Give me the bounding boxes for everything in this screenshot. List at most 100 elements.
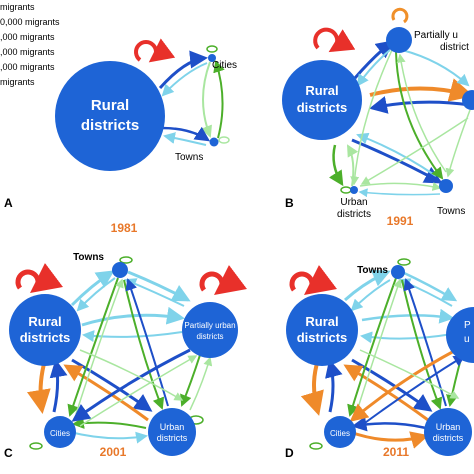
flow-arrow	[356, 132, 437, 177]
node-label: Rural	[305, 314, 338, 329]
node-towns	[439, 179, 453, 193]
flow-arrow	[72, 416, 147, 429]
flow-arrow	[79, 349, 184, 401]
flow-arrow	[200, 61, 212, 138]
flow-arrow	[127, 270, 191, 302]
node-rural-districts	[282, 60, 362, 140]
legend: migrants 0,000 migrants ,000 migrants ,0…	[0, 2, 60, 87]
node-towns	[209, 137, 219, 147]
flow-arrow	[357, 354, 466, 429]
flow-arrow	[403, 278, 447, 407]
flow-arrow	[401, 49, 470, 87]
self-loop	[119, 256, 133, 264]
self-loop	[309, 442, 323, 450]
self-loop	[206, 45, 218, 53]
flow-arrow	[355, 278, 402, 415]
node-partially-urban-districts	[182, 302, 238, 358]
legend-item: migrants	[0, 2, 35, 12]
legend-item: 0,000 migrants	[0, 17, 60, 27]
node-cities	[44, 416, 76, 448]
node-label: Rural	[28, 314, 61, 329]
node-towns	[112, 262, 128, 278]
panel-d: Rural districts Towns P u Cities Urban d…	[285, 258, 474, 460]
flow-arrow	[163, 132, 207, 146]
node-partially-urban-districts	[386, 27, 412, 53]
flow-arrow	[82, 330, 183, 343]
legend-item: ,000 migrants	[0, 32, 55, 42]
flow-arrow	[125, 278, 169, 407]
node-rural-districts	[9, 294, 81, 366]
flow-arrow	[79, 355, 198, 427]
node-towns	[391, 265, 405, 279]
self-loop	[340, 186, 352, 194]
self-loop	[289, 264, 337, 296]
self-loop	[397, 258, 411, 266]
node-label: districts	[196, 332, 223, 341]
self-loop	[199, 264, 247, 296]
node-label: districts	[297, 100, 348, 115]
flow-arrow	[71, 358, 153, 412]
flow-arrow	[158, 50, 208, 89]
flow-arrow	[123, 279, 165, 410]
flow-arrow	[67, 277, 119, 417]
panel-year: 1991	[387, 214, 414, 228]
panel-a: Rural districts Cities Towns A 1981	[4, 38, 237, 235]
node-label: districts	[337, 209, 371, 220]
node-label: Urban	[160, 422, 185, 432]
panel-year: 1981	[111, 221, 138, 235]
flow-arrow	[401, 270, 458, 302]
flow-arrow	[189, 356, 213, 411]
node-label: districts	[433, 433, 464, 443]
node-label: Cities	[50, 429, 70, 438]
panel-year: 2011	[383, 445, 409, 459]
node-label: P	[464, 320, 471, 331]
flow-arrow	[75, 278, 124, 415]
self-loop	[29, 442, 43, 450]
flow-arrow	[180, 354, 201, 407]
node-urban-districts-edge	[462, 90, 474, 110]
flow-arrow	[395, 51, 444, 180]
flow-arrow	[81, 306, 185, 327]
flow-arrow	[350, 49, 393, 186]
node-label: Towns	[357, 265, 388, 276]
panel-letter: D	[285, 446, 294, 460]
flow-arrow	[401, 279, 443, 410]
flow-arrow	[347, 144, 359, 187]
node-urban-districts	[424, 408, 472, 456]
flow-arrow	[349, 348, 457, 422]
node-rural-districts	[286, 294, 358, 366]
flow-arrow	[360, 117, 469, 185]
node-label: Rural	[91, 97, 129, 114]
self-loop	[218, 136, 230, 144]
node-label: u	[464, 334, 470, 345]
node-cities	[324, 416, 356, 448]
node-label: Towns	[175, 152, 203, 163]
self-loop	[15, 262, 63, 294]
node-label: Urban	[436, 422, 461, 432]
panel-letter: A	[4, 196, 13, 210]
node-label: Partially urban	[184, 321, 235, 330]
panel-letter: B	[285, 196, 294, 210]
panel-year: 2001	[100, 445, 127, 459]
flow-arrow	[69, 431, 148, 444]
node-label: Towns	[73, 252, 104, 263]
node-label: Cities	[330, 429, 350, 438]
node-label: Rural	[305, 83, 338, 98]
node-label: districts	[20, 330, 71, 345]
node-label: districts	[157, 433, 188, 443]
flow-arrow	[213, 60, 225, 139]
flow-arrow	[369, 96, 471, 114]
flow-arrow	[76, 277, 116, 312]
node-label: Partially u	[414, 30, 458, 41]
self-loop	[313, 27, 356, 53]
flow-arrow	[70, 270, 115, 307]
flow-arrow	[369, 78, 474, 102]
flow-arrow	[396, 53, 447, 173]
flow-arrow	[325, 359, 343, 413]
panel-letter: C	[4, 446, 13, 460]
node-label: districts	[81, 117, 139, 134]
flow-arrow	[359, 182, 442, 191]
flow-arrow	[26, 359, 51, 414]
self-loop	[391, 7, 409, 24]
